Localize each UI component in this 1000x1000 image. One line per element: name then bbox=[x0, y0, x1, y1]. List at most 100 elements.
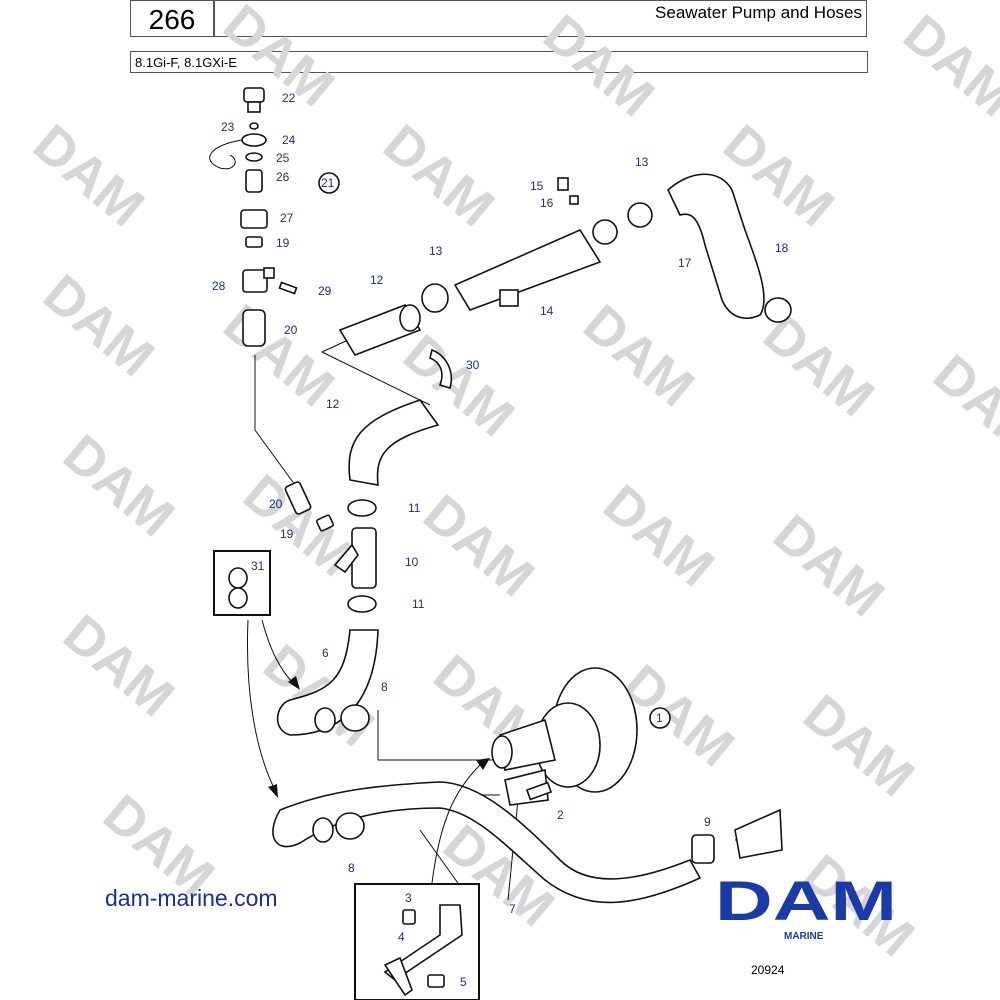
callout-10: 10 bbox=[405, 555, 419, 569]
pipe-10-branch bbox=[333, 543, 359, 574]
strap-24 bbox=[209, 139, 243, 170]
callout-7: 7 bbox=[509, 902, 516, 916]
watermark-text: DAM bbox=[52, 603, 185, 728]
arrows bbox=[247, 619, 490, 884]
hose-20-top bbox=[242, 309, 266, 347]
callout-14: 14 bbox=[540, 304, 554, 318]
watermark-text: DAM bbox=[762, 503, 895, 628]
screw-29 bbox=[278, 281, 298, 295]
nut-27 bbox=[240, 209, 268, 229]
watermark-text: DAM bbox=[372, 113, 505, 238]
callout-18: 18 bbox=[775, 241, 789, 255]
nut-19 bbox=[245, 236, 263, 248]
callout-20-lower: 20 bbox=[269, 497, 283, 511]
callout-labels: 22 23 24 25 26 21 27 19 28 29 20 12 13 1… bbox=[212, 91, 789, 989]
callout-24: 24 bbox=[282, 133, 296, 147]
clamp-8-upper bbox=[340, 704, 370, 732]
callout-23: 23 bbox=[221, 120, 235, 134]
clip-5 bbox=[427, 974, 445, 988]
callout-22: 22 bbox=[282, 91, 296, 105]
callout-28: 28 bbox=[212, 279, 226, 293]
lower-hose-6 bbox=[276, 629, 379, 736]
watermark-text: DAM bbox=[592, 473, 725, 598]
clamp-9 bbox=[691, 834, 715, 864]
cap-15 bbox=[557, 177, 569, 191]
seal-24 bbox=[241, 133, 267, 147]
watermark-text: DAM bbox=[52, 423, 185, 548]
inset-bracket bbox=[354, 883, 480, 1000]
clip-31-upper bbox=[228, 567, 248, 589]
watermark-text: DAM bbox=[922, 343, 1000, 468]
hose-12-end bbox=[399, 304, 421, 332]
callout-3: 3 bbox=[405, 891, 412, 905]
watermark-text: DAM bbox=[532, 3, 665, 128]
watermark-text: DAM bbox=[22, 113, 155, 238]
clamp-28 bbox=[242, 269, 268, 293]
callout-13-left: 13 bbox=[429, 244, 443, 258]
middle-hose-assembly bbox=[284, 399, 440, 613]
watermark-text: DAM bbox=[412, 483, 545, 608]
hose-17 bbox=[667, 173, 765, 319]
drain-assembly bbox=[209, 87, 298, 347]
watermark-text: DAM bbox=[212, 0, 345, 118]
nut-19-lower bbox=[315, 514, 335, 532]
dam-logo: DAM bbox=[715, 869, 897, 932]
clip-30 bbox=[429, 348, 452, 390]
bolt-3 bbox=[402, 909, 416, 925]
hose-7-end bbox=[312, 817, 334, 843]
pipe-14 bbox=[453, 228, 602, 311]
callout-11-upper: 11 bbox=[408, 501, 421, 515]
website-link[interactable]: dam-marine.com bbox=[105, 885, 278, 911]
callout-19-upper: 19 bbox=[276, 236, 290, 250]
clamp-28-tab bbox=[263, 267, 275, 279]
callout-15: 15 bbox=[530, 179, 544, 193]
bolt-2 bbox=[525, 781, 553, 801]
page-title-box: Seawater Pump and Hoses bbox=[214, 0, 867, 37]
fitting-26 bbox=[245, 169, 263, 193]
page-title: Seawater Pump and Hoses bbox=[655, 3, 862, 22]
model-list: 8.1Gi-F, 8.1GXi-E bbox=[130, 51, 868, 73]
callout-29: 29 bbox=[318, 284, 332, 298]
callout-4: 4 bbox=[398, 930, 405, 944]
inset-clip-31 bbox=[213, 550, 271, 616]
clamp-13-right bbox=[627, 202, 653, 228]
clamp-13-left bbox=[421, 283, 449, 313]
callout-26: 26 bbox=[276, 170, 290, 184]
hose-6-end bbox=[314, 707, 336, 733]
watermark-text: DAM bbox=[572, 293, 705, 418]
callout-8-lower: 8 bbox=[348, 861, 355, 875]
callout-13-right: 13 bbox=[635, 155, 649, 169]
washer-25 bbox=[245, 152, 263, 162]
plug-22 bbox=[243, 87, 265, 103]
callout-16: 16 bbox=[540, 196, 554, 210]
clamp-11-upper bbox=[347, 499, 377, 517]
watermark-text: DAM bbox=[32, 263, 165, 388]
callout-21: 21 bbox=[321, 176, 335, 190]
callout-8-upper: 8 bbox=[381, 680, 388, 694]
callout-2: 2 bbox=[557, 808, 564, 822]
callout-31: 31 bbox=[251, 559, 265, 573]
seawater-pump-1 bbox=[491, 667, 638, 806]
callout-circle-21 bbox=[318, 172, 340, 194]
ring-23 bbox=[249, 122, 259, 130]
watermark-text: DAM bbox=[792, 683, 925, 808]
callout-19-lower: 19 bbox=[280, 527, 294, 541]
callout-12-lower: 12 bbox=[326, 397, 340, 411]
callout-30: 30 bbox=[466, 358, 480, 372]
callout-9: 9 bbox=[704, 815, 711, 829]
nipple-16 bbox=[569, 195, 579, 205]
lower-hose-7 bbox=[272, 781, 783, 904]
callout-1: 1 bbox=[656, 711, 663, 725]
callout-circle-1 bbox=[649, 707, 671, 729]
plug-22-thread bbox=[247, 101, 261, 113]
callout-5: 5 bbox=[460, 975, 467, 989]
pump-inlet-end bbox=[491, 735, 513, 769]
clamp-18 bbox=[764, 297, 792, 323]
callout-12-upper: 12 bbox=[370, 273, 384, 287]
clamp-8-lower bbox=[335, 812, 365, 840]
hose-12-lower bbox=[348, 399, 440, 486]
clip-31-lower bbox=[228, 587, 248, 609]
logo-subtitle: MARINE bbox=[784, 931, 824, 942]
pipe-14-end bbox=[592, 219, 618, 245]
clamp-11-lower bbox=[347, 595, 377, 613]
